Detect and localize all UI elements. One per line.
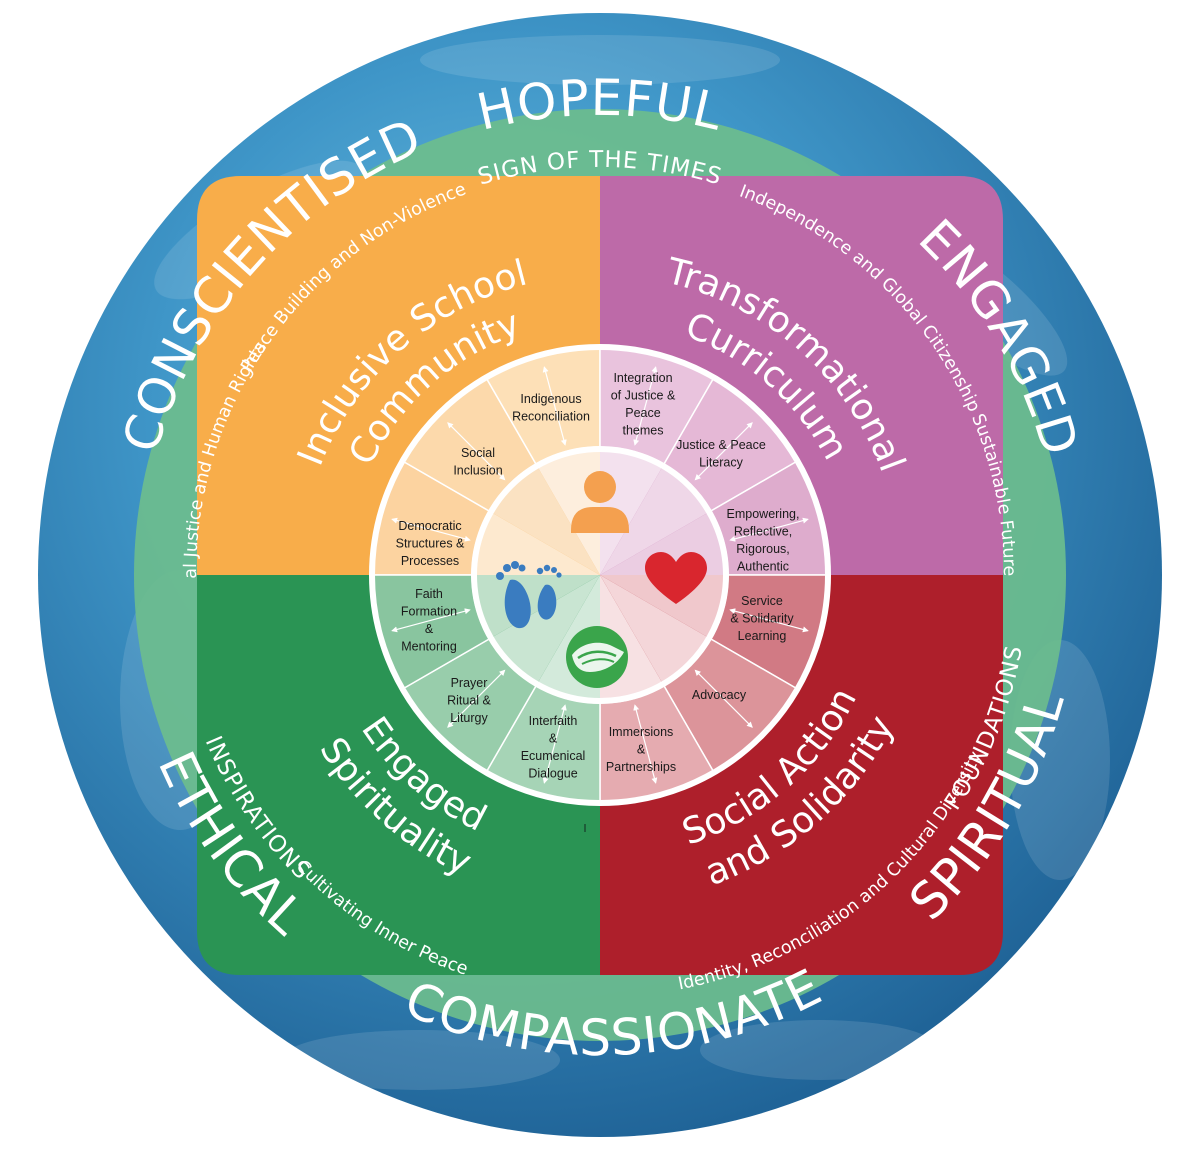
inner-label-advocacy: Advocacy (692, 688, 747, 702)
connector-arrow (633, 366, 658, 446)
divider-tick (584, 824, 586, 832)
center-wedge (600, 575, 708, 683)
person-icon (571, 471, 629, 533)
connector-arrow (729, 517, 809, 542)
connector-arrow (447, 422, 506, 481)
connector-arrow (391, 608, 471, 633)
connector-arrow (391, 517, 471, 542)
wheel-inner-ring (471, 446, 729, 704)
connector-arrow (633, 704, 658, 784)
center-wedge (476, 513, 600, 575)
connector-arrow (694, 669, 753, 728)
center-wedge (600, 467, 708, 575)
heart-icon (645, 552, 707, 604)
center-wedge (538, 451, 600, 575)
inner-wheel (369, 344, 831, 806)
connector-arrow (694, 422, 753, 481)
connector-arrow (447, 669, 506, 728)
handshake-icon (566, 626, 628, 688)
connector-arrow (729, 608, 809, 633)
center-wedge (600, 451, 662, 575)
connector-arrow (542, 366, 567, 446)
inner-label-empowering: Empowering,Reflective,Rigorous,Authentic (727, 507, 800, 574)
center-wedge (492, 575, 600, 683)
inner-label-immersions: Immersions&Partnerships (606, 725, 676, 774)
wheel-outer-ring (369, 344, 831, 806)
center-wedge (492, 467, 600, 575)
connector-arrow (542, 704, 567, 784)
footprints-icon (496, 561, 562, 629)
